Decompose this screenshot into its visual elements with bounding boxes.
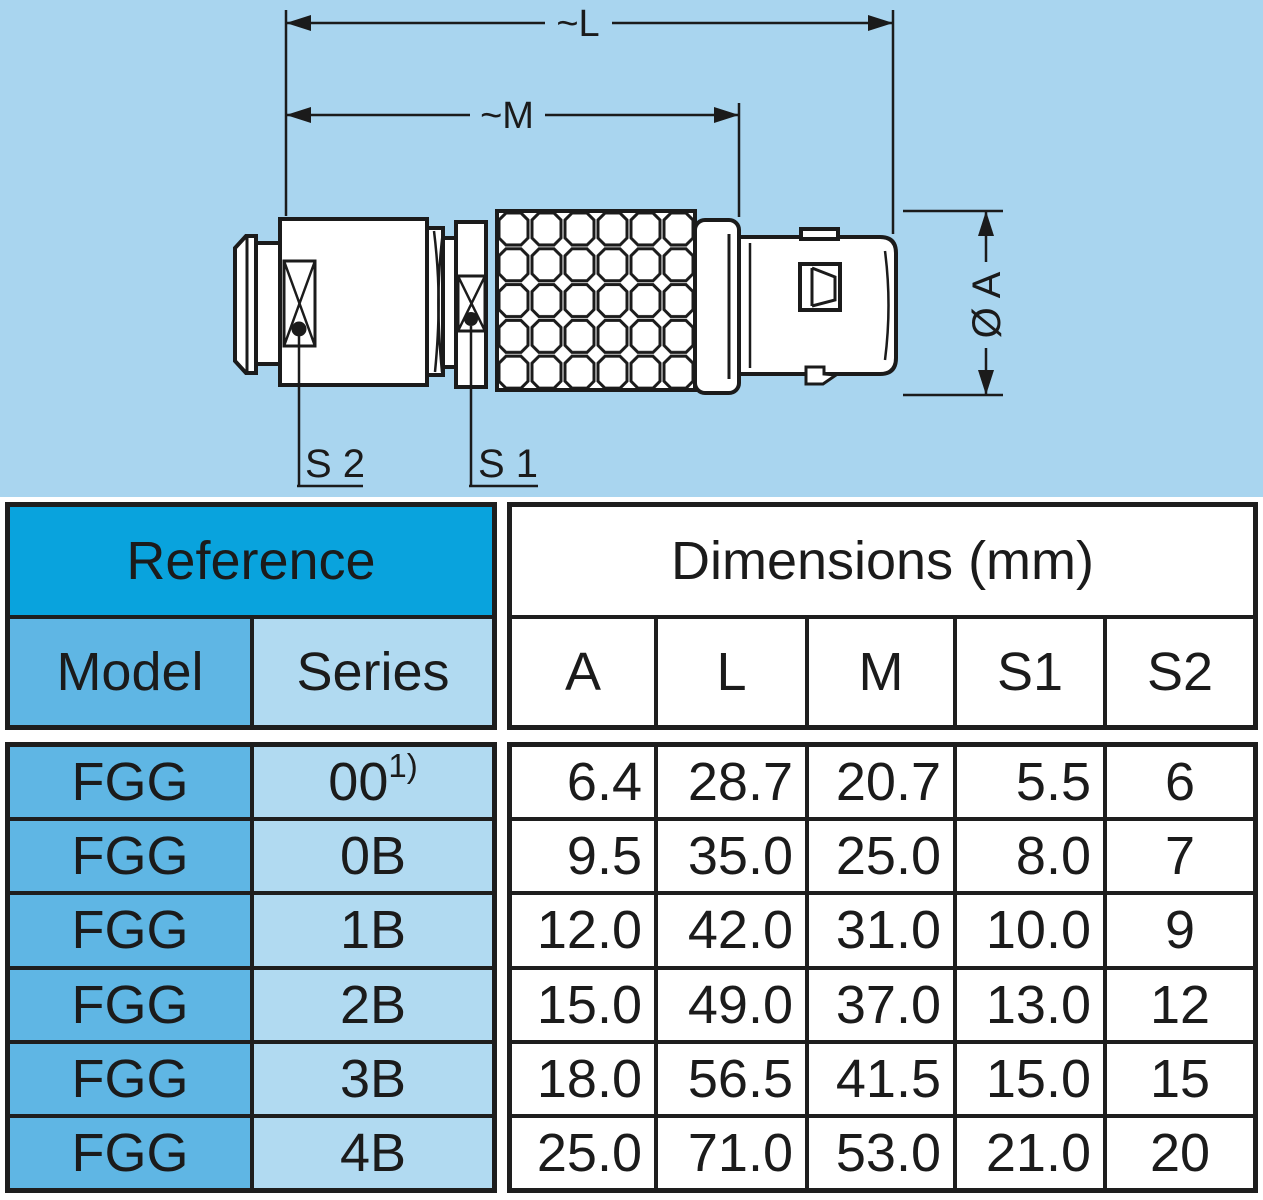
s2-marker-dot bbox=[291, 321, 307, 337]
series-cell: 3B bbox=[254, 1043, 492, 1114]
reference-title: Reference bbox=[10, 507, 492, 619]
keyway-window bbox=[798, 262, 842, 312]
series-value: 00 bbox=[328, 752, 389, 813]
dim-a-cell: 12.0 bbox=[512, 895, 658, 966]
dim-m-cell: 25.0 bbox=[809, 821, 957, 892]
dim-s1-cell: 5.5 bbox=[957, 747, 1107, 818]
dimensions-title: Dimensions (mm) bbox=[512, 507, 1253, 619]
table-row: 6.4 28.7 20.7 5.5 6 bbox=[512, 747, 1253, 818]
column-header-s2: S2 bbox=[1146, 642, 1214, 702]
dim-a-cell: 15.0 bbox=[512, 969, 658, 1040]
table-row: FGG 0B bbox=[10, 817, 492, 892]
model-column-header: Model bbox=[10, 619, 254, 725]
label-s1: S 1 bbox=[478, 442, 538, 486]
series-cell: 4B bbox=[254, 1117, 492, 1189]
dimensions-header-block: Dimensions (mm) A L M S1 S2 bbox=[507, 502, 1258, 730]
connector-drawing-area: ~L ~M Ø A bbox=[0, 0, 1263, 497]
s1-callout: S 1 bbox=[469, 326, 538, 488]
table-row: 12.0 42.0 31.0 10.0 9 bbox=[512, 891, 1253, 966]
collar bbox=[693, 218, 741, 395]
connector-body bbox=[233, 209, 898, 395]
dim-m-cell: 37.0 bbox=[809, 969, 957, 1040]
column-header-m: M bbox=[809, 619, 957, 725]
model-cell: FGG bbox=[10, 895, 254, 966]
dim-s1-cell: 21.0 bbox=[957, 1117, 1107, 1189]
label-length-m: ~M bbox=[480, 95, 534, 137]
column-header-s1: S1 bbox=[957, 619, 1107, 725]
table-row: FGG 3B bbox=[10, 1039, 492, 1114]
connector-technical-drawing: ~L ~M Ø A bbox=[0, 0, 1263, 497]
series-cell: 2B bbox=[254, 969, 492, 1040]
dim-a-cell: 9.5 bbox=[512, 821, 658, 892]
s1-marker-dot bbox=[464, 312, 478, 326]
s2-callout: S 2 bbox=[297, 336, 365, 488]
dim-s2-cell: 15 bbox=[1149, 1048, 1211, 1109]
dim-l-cell: 35.0 bbox=[658, 821, 809, 892]
dimensions-subheader-row: A L M S1 S2 bbox=[512, 619, 1253, 725]
table-row: 18.0 56.5 41.5 15.0 15 bbox=[512, 1039, 1253, 1114]
series-value: 0B bbox=[339, 826, 407, 887]
back-flange bbox=[254, 241, 282, 366]
series-column-header: Series bbox=[254, 619, 492, 725]
dimension-line-m: ~M bbox=[286, 95, 741, 217]
series-cell: 0B bbox=[254, 821, 492, 892]
dim-m-cell: 53.0 bbox=[809, 1117, 957, 1189]
dim-s1-cell: 8.0 bbox=[957, 821, 1107, 892]
dim-l-cell: 49.0 bbox=[658, 969, 809, 1040]
table-row: 9.5 35.0 25.0 8.0 7 bbox=[512, 817, 1253, 892]
series-value: 4B bbox=[339, 1122, 407, 1183]
dim-m-cell: 41.5 bbox=[809, 1043, 957, 1114]
column-header-a: A bbox=[512, 619, 658, 725]
series-value: 3B bbox=[339, 1048, 407, 1109]
dimension-line-l: ~L bbox=[284, 3, 895, 234]
series-value: 1B bbox=[339, 900, 407, 961]
model-cell: FGG bbox=[10, 1043, 254, 1114]
dim-s1-cell: 10.0 bbox=[957, 895, 1107, 966]
label-s2: S 2 bbox=[305, 442, 365, 486]
dim-a-cell: 25.0 bbox=[512, 1117, 658, 1189]
table-row: FGG 1B bbox=[10, 891, 492, 966]
dim-s2-cell: 12 bbox=[1149, 974, 1211, 1035]
column-header-l: L bbox=[658, 619, 809, 725]
model-cell: FGG bbox=[10, 969, 254, 1040]
dim-m-cell: 20.7 bbox=[809, 747, 957, 818]
table-row: FGG 2B bbox=[10, 965, 492, 1040]
dim-s1-cell: 15.0 bbox=[957, 1043, 1107, 1114]
model-cell: FGG bbox=[10, 821, 254, 892]
label-diameter-a: Ø A bbox=[965, 271, 1009, 338]
model-cell: FGG bbox=[10, 747, 254, 818]
dim-a-cell: 6.4 bbox=[512, 747, 658, 818]
dim-l-cell: 56.5 bbox=[658, 1043, 809, 1114]
dim-l-cell: 42.0 bbox=[658, 895, 809, 966]
table-row: 25.0 71.0 53.0 21.0 20 bbox=[512, 1113, 1253, 1189]
dimensions-data-block: 6.4 28.7 20.7 5.5 6 9.5 35.0 25.0 8.0 7 … bbox=[507, 742, 1258, 1193]
dim-s2-cell: 7 bbox=[1164, 826, 1196, 887]
dim-l-cell: 28.7 bbox=[658, 747, 809, 818]
dim-s1-cell: 13.0 bbox=[957, 969, 1107, 1040]
dim-s2-cell: 9 bbox=[1164, 900, 1196, 961]
dimension-line-diameter-a: Ø A bbox=[903, 209, 1009, 397]
alignment-key-top bbox=[799, 227, 840, 241]
dim-s2-cell: 20 bbox=[1149, 1122, 1211, 1183]
reference-subheader-row: Model Series bbox=[10, 619, 492, 725]
model-cell: FGG bbox=[10, 1117, 254, 1189]
series-cell: 1B bbox=[254, 895, 492, 966]
dim-m-cell: 31.0 bbox=[809, 895, 957, 966]
dim-a-cell: 18.0 bbox=[512, 1043, 658, 1114]
reference-header-block: Reference Model Series bbox=[5, 502, 497, 730]
dim-l-cell: 71.0 bbox=[658, 1117, 809, 1189]
label-length-l: ~L bbox=[556, 3, 599, 45]
knurled-grip bbox=[495, 209, 697, 392]
latch-bottom bbox=[804, 365, 841, 386]
series-value: 2B bbox=[339, 974, 407, 1035]
dim-s2-cell: 6 bbox=[1164, 752, 1196, 813]
table-row: 15.0 49.0 37.0 13.0 12 bbox=[512, 965, 1253, 1040]
table-row: FGG 4B bbox=[10, 1113, 492, 1189]
